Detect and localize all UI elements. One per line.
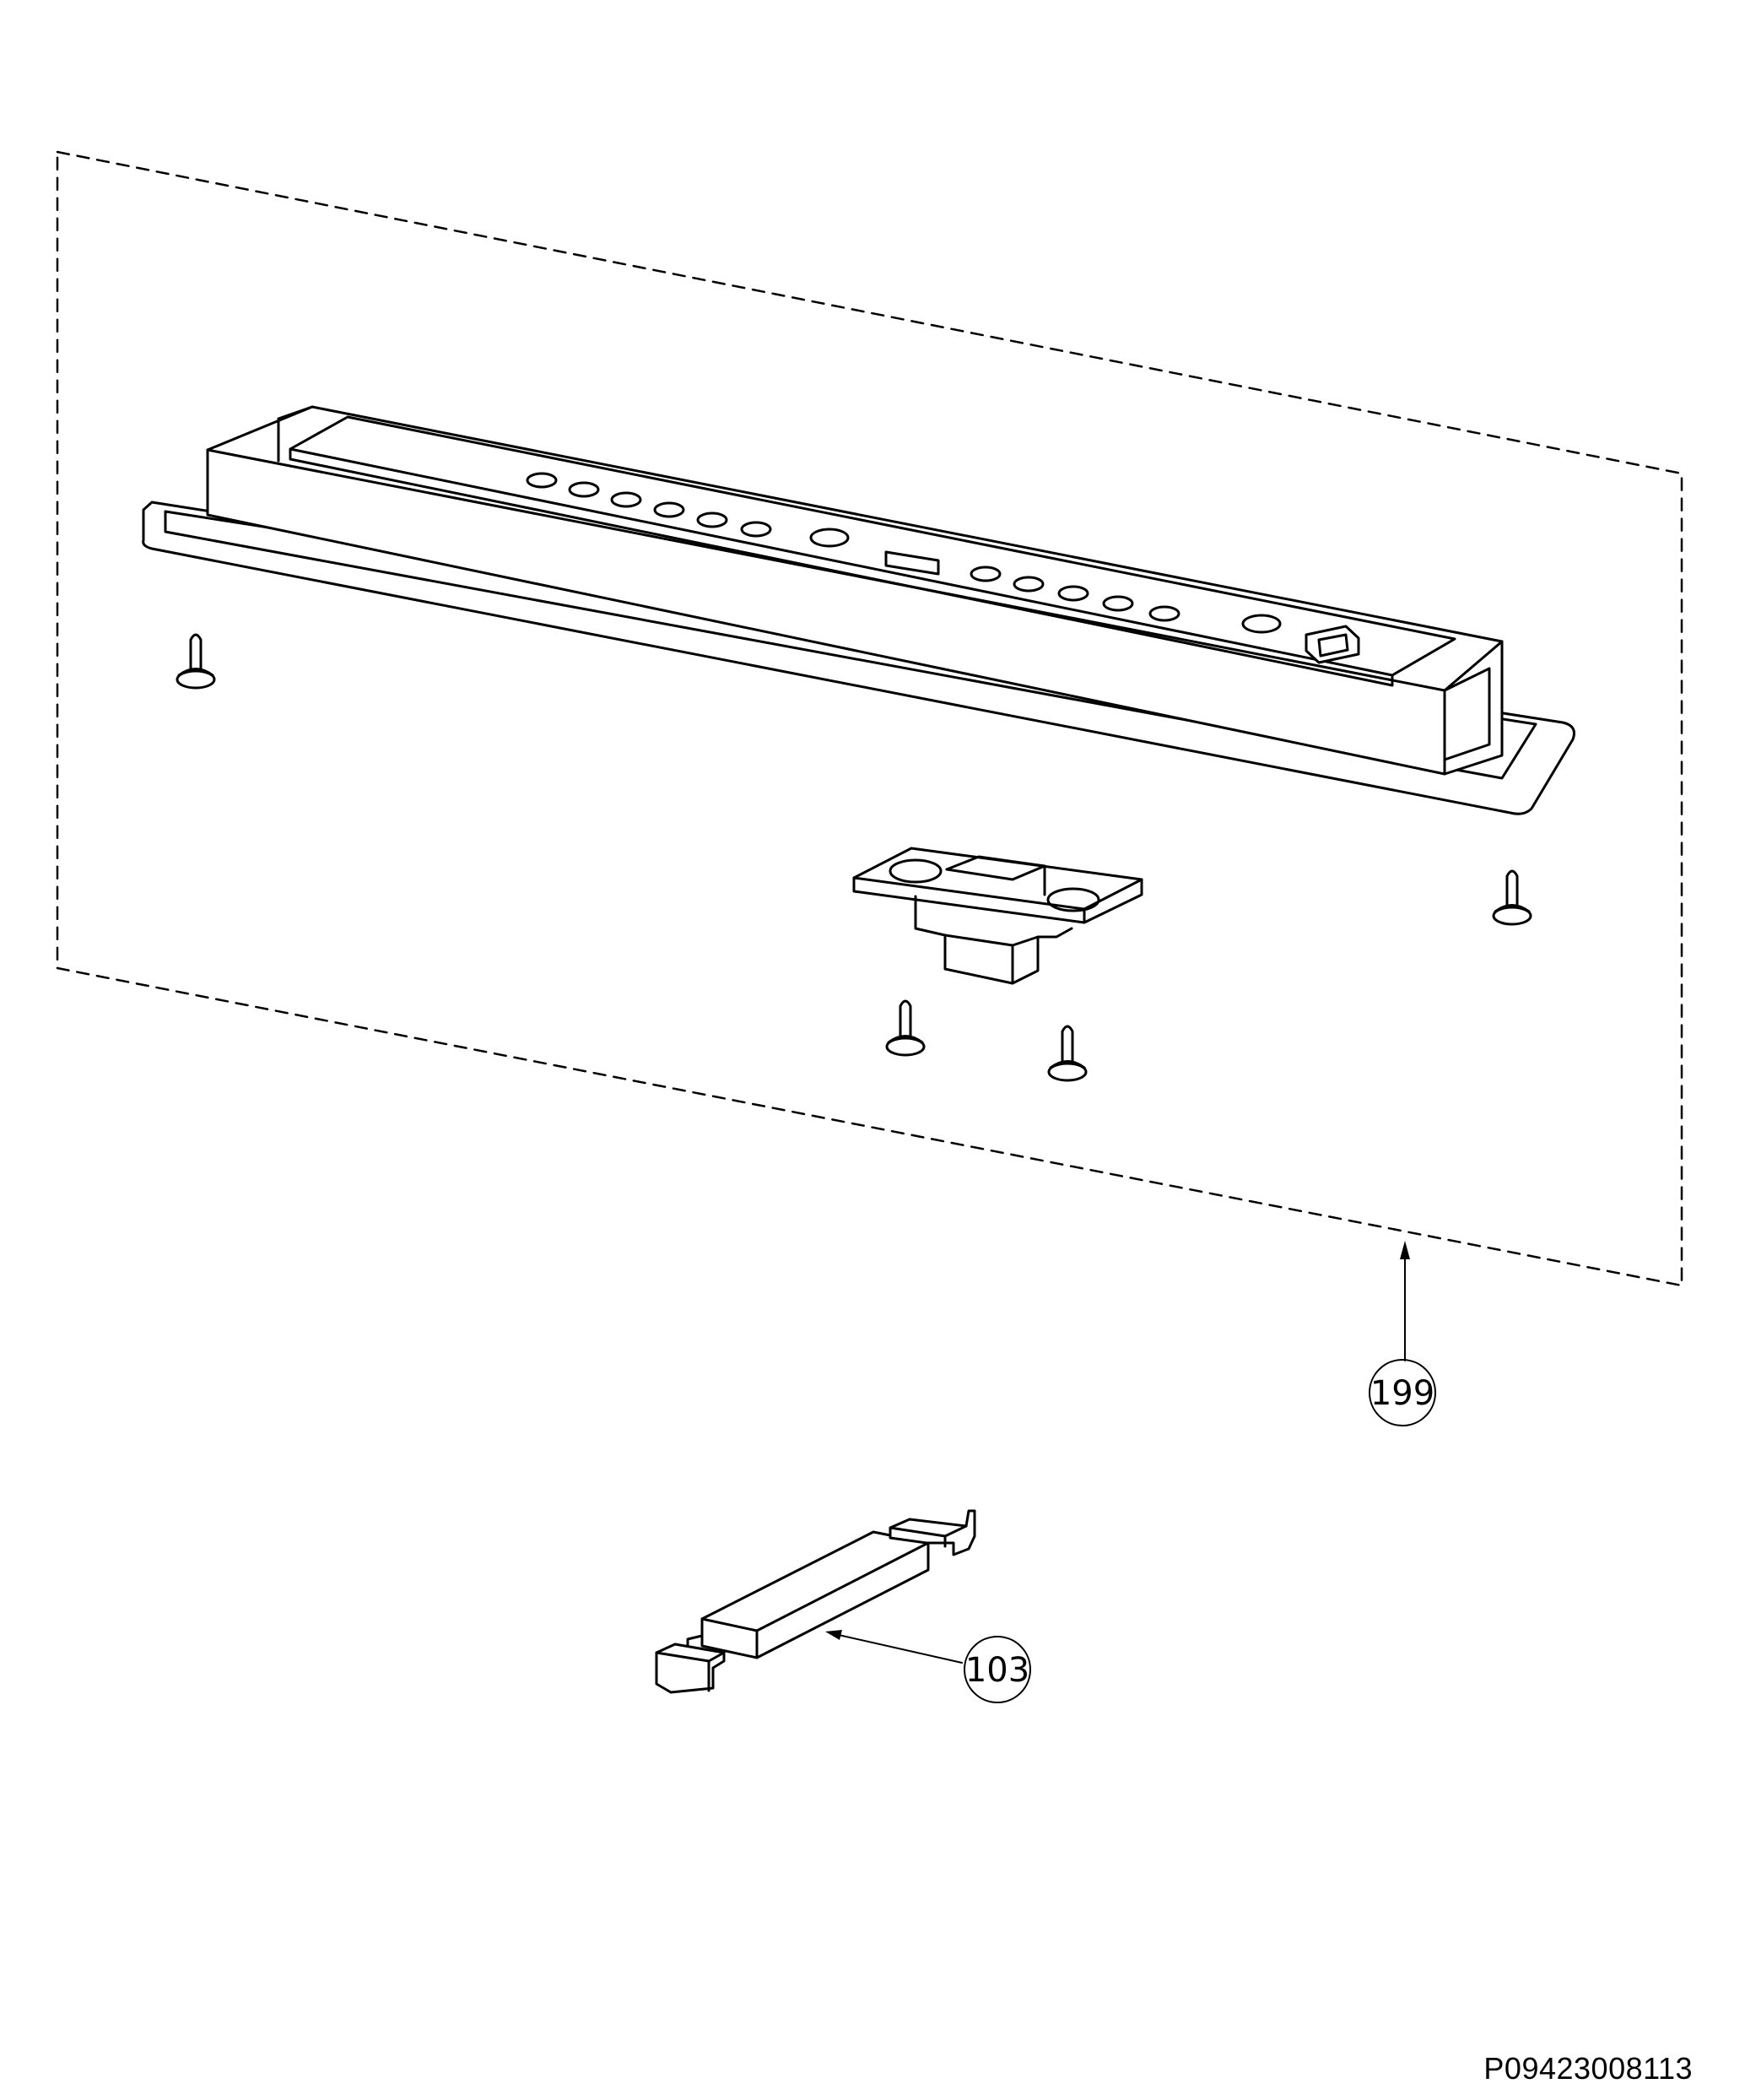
leader-line-103 <box>830 1632 963 1664</box>
screw-left <box>176 633 216 690</box>
callout-199-circle <box>1369 1359 1436 1426</box>
screw-right <box>1492 869 1532 926</box>
leader-arrow-103 <box>825 1630 842 1640</box>
screw-bottom-left <box>885 999 926 1057</box>
callout-103-circle <box>964 1636 1031 1703</box>
callout-199-label: 199 <box>1370 1374 1434 1413</box>
control-panel <box>142 405 1575 815</box>
latch-bracket <box>852 847 1143 985</box>
display-window <box>884 550 940 576</box>
leader-arrow-199 <box>1400 1241 1410 1259</box>
flat-connector <box>655 1509 976 1694</box>
button-holes <box>526 472 1282 634</box>
power-button <box>1305 625 1360 664</box>
assembly-boundary <box>56 150 1683 1287</box>
callout-103-label: 103 <box>965 1651 1029 1690</box>
reference-code: P09423008113 <box>1483 2051 1693 2086</box>
screw-bottom-right <box>1047 1025 1088 1082</box>
